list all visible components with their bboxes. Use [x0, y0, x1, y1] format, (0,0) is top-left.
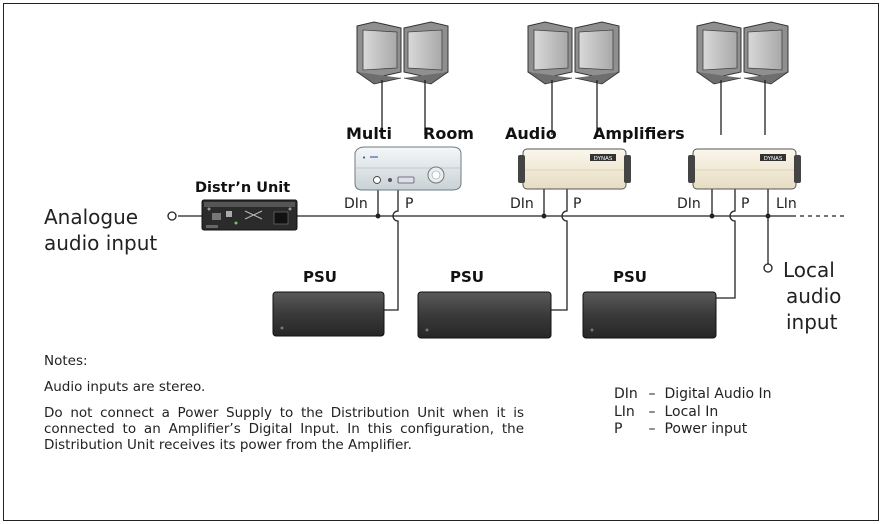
legend-dash: – — [648, 421, 656, 437]
psu-1 — [272, 291, 385, 337]
port-lin-3: LIn — [776, 196, 797, 212]
junctions — [375, 188, 715, 219]
psu-label-2: PSU — [450, 268, 484, 286]
legend-dash: – — [648, 403, 656, 420]
port-din-3: DIn — [677, 196, 701, 212]
multi-room-controller: • — [354, 146, 462, 191]
legend-dash: – — [648, 386, 656, 402]
group-heading: Multi Room Audio Amplifiers — [346, 124, 685, 143]
local-input-line1: Local — [783, 258, 835, 282]
psu-2 — [417, 291, 552, 339]
local-input-label: Local audio input — [783, 258, 841, 334]
psu-label-3: PSU — [613, 268, 647, 286]
port-din-1: DIn — [344, 196, 368, 212]
port-din-2: DIn — [510, 196, 534, 212]
local-input-line3: input — [786, 310, 838, 334]
legend: DIn– Digital Audio In LIn– Local In P– P… — [614, 386, 772, 439]
svg-text:•: • — [362, 154, 366, 162]
legend-key: P — [614, 421, 623, 437]
local-input-line2: audio — [786, 284, 841, 308]
group-label-audio: Audio — [505, 124, 557, 143]
notes-line-1: Audio inputs are stereo. — [44, 379, 206, 395]
analogue-input-terminal — [167, 211, 177, 221]
speaker-wires — [381, 80, 766, 135]
group-label-amplifiers: Amplifiers — [593, 124, 685, 143]
psu-label-1: PSU — [303, 268, 337, 286]
port-labels: DIn P DIn P DIn P LIn — [344, 196, 797, 212]
speaker-pair-1 — [356, 21, 449, 85]
diagram-frame — [3, 3, 879, 521]
port-p-2: P — [573, 196, 581, 212]
amplifier-1: DYNAS — [518, 148, 631, 190]
psu-labels: PSU PSU PSU — [303, 268, 647, 286]
distribution-unit — [201, 199, 298, 231]
legend-key: DIn — [614, 386, 638, 402]
notes-body: Do not connect a Power Supply to the Dis… — [44, 405, 524, 453]
notes-title: Notes: — [44, 353, 88, 369]
analogue-input-line1: Analogue — [44, 205, 138, 229]
analogue-input-label: Analogue audio input — [44, 205, 157, 255]
legend-row: LIn– Local In — [614, 404, 772, 422]
legend-desc: Local In — [664, 403, 719, 420]
analogue-input-line2: audio input — [44, 231, 157, 255]
distribution-unit-label: Distr’n Unit — [195, 180, 290, 196]
group-label-multi: Multi — [346, 124, 392, 143]
speaker-pair-2 — [527, 21, 620, 85]
legend-desc: Power input — [664, 421, 748, 437]
port-p-1: P — [405, 196, 413, 212]
legend-key: LIn — [614, 403, 635, 420]
speaker-pair-3 — [696, 21, 789, 85]
port-p-3: P — [741, 196, 749, 212]
legend-row: P – Power input — [614, 421, 772, 439]
amplifier-2: DYNAS — [688, 148, 801, 190]
svg-text:DYNAS: DYNAS — [594, 156, 613, 162]
psu-3 — [582, 291, 717, 339]
legend-row: DIn– Digital Audio In — [614, 386, 772, 404]
group-label-room: Room — [423, 124, 474, 143]
local-input-terminal — [763, 263, 773, 273]
svg-text:DYNAS: DYNAS — [764, 156, 783, 162]
legend-desc: Digital Audio In — [664, 386, 772, 402]
power-lines — [384, 188, 771, 311]
